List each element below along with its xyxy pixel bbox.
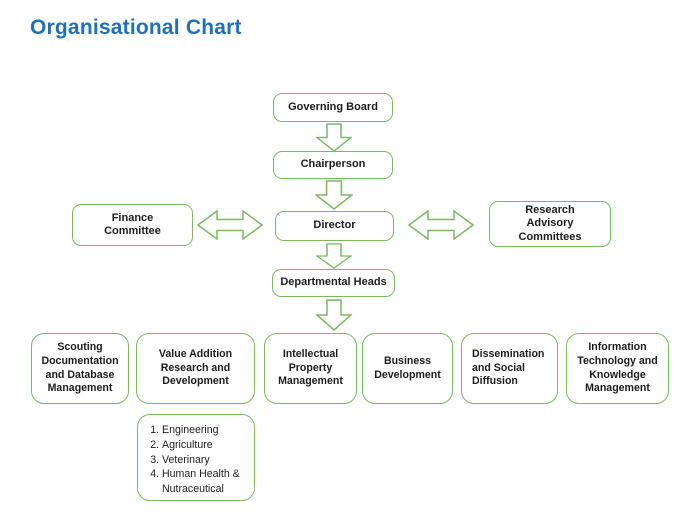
department-box-scouting-documentation: Scouting Documentation and Database Mana… [31,333,129,404]
down-arrow-icon [315,180,353,210]
down-arrow-icon [316,299,352,331]
node-label: Finance Committee [104,211,161,237]
double-arrow-icon [408,210,474,240]
node-label: Governing Board [288,100,378,113]
node-departmental-heads: Departmental Heads [272,269,395,297]
department-label: Intellectual Property Management [278,347,343,388]
division-list-item: Engineering [162,423,250,438]
department-box-intellectual-property: Intellectual Property Management [264,333,357,404]
node-label: Chairperson [300,158,366,171]
department-label: Value Addition Research and Development [158,347,233,388]
division-list-item: Agriculture [162,438,250,453]
node-finance-committee: Finance Committee [72,204,193,246]
double-arrow-icon [197,210,263,240]
department-box-dissemination: Dissemination and Social Diffusion [461,333,558,404]
node-label: Director [313,219,356,232]
node-label: Departmental Heads [280,276,387,289]
node-director: Director [275,211,394,241]
department-label: Scouting Documentation and Database Mana… [41,340,119,395]
value-addition-divisions-list: EngineeringAgricultureVeterinaryHuman He… [144,423,250,497]
node-governing-board: Governing Board [273,93,393,122]
down-arrow-icon [316,243,352,269]
down-arrow-icon [316,123,352,152]
department-label: Information Technology and Knowledge Man… [577,340,658,395]
department-label: Dissemination and Social Diffusion [472,347,545,388]
node-label: Research Advisory Committees [518,203,582,243]
division-list-item: Veterinary [162,453,250,468]
division-list-item: Human Health & Nutraceutical [162,467,250,497]
node-research-advisory-committees: Research Advisory Committees [489,201,611,247]
department-label: Business Development [374,354,441,381]
department-box-information-technology: Information Technology and Knowledge Man… [566,333,669,404]
page-title: Organisational Chart [30,16,242,39]
department-box-value-addition: Value Addition Research and Development [136,333,255,404]
department-box-business-development: Business Development [362,333,453,404]
value-addition-divisions-box: EngineeringAgricultureVeterinaryHuman He… [137,414,255,501]
node-chairperson: Chairperson [273,151,393,179]
